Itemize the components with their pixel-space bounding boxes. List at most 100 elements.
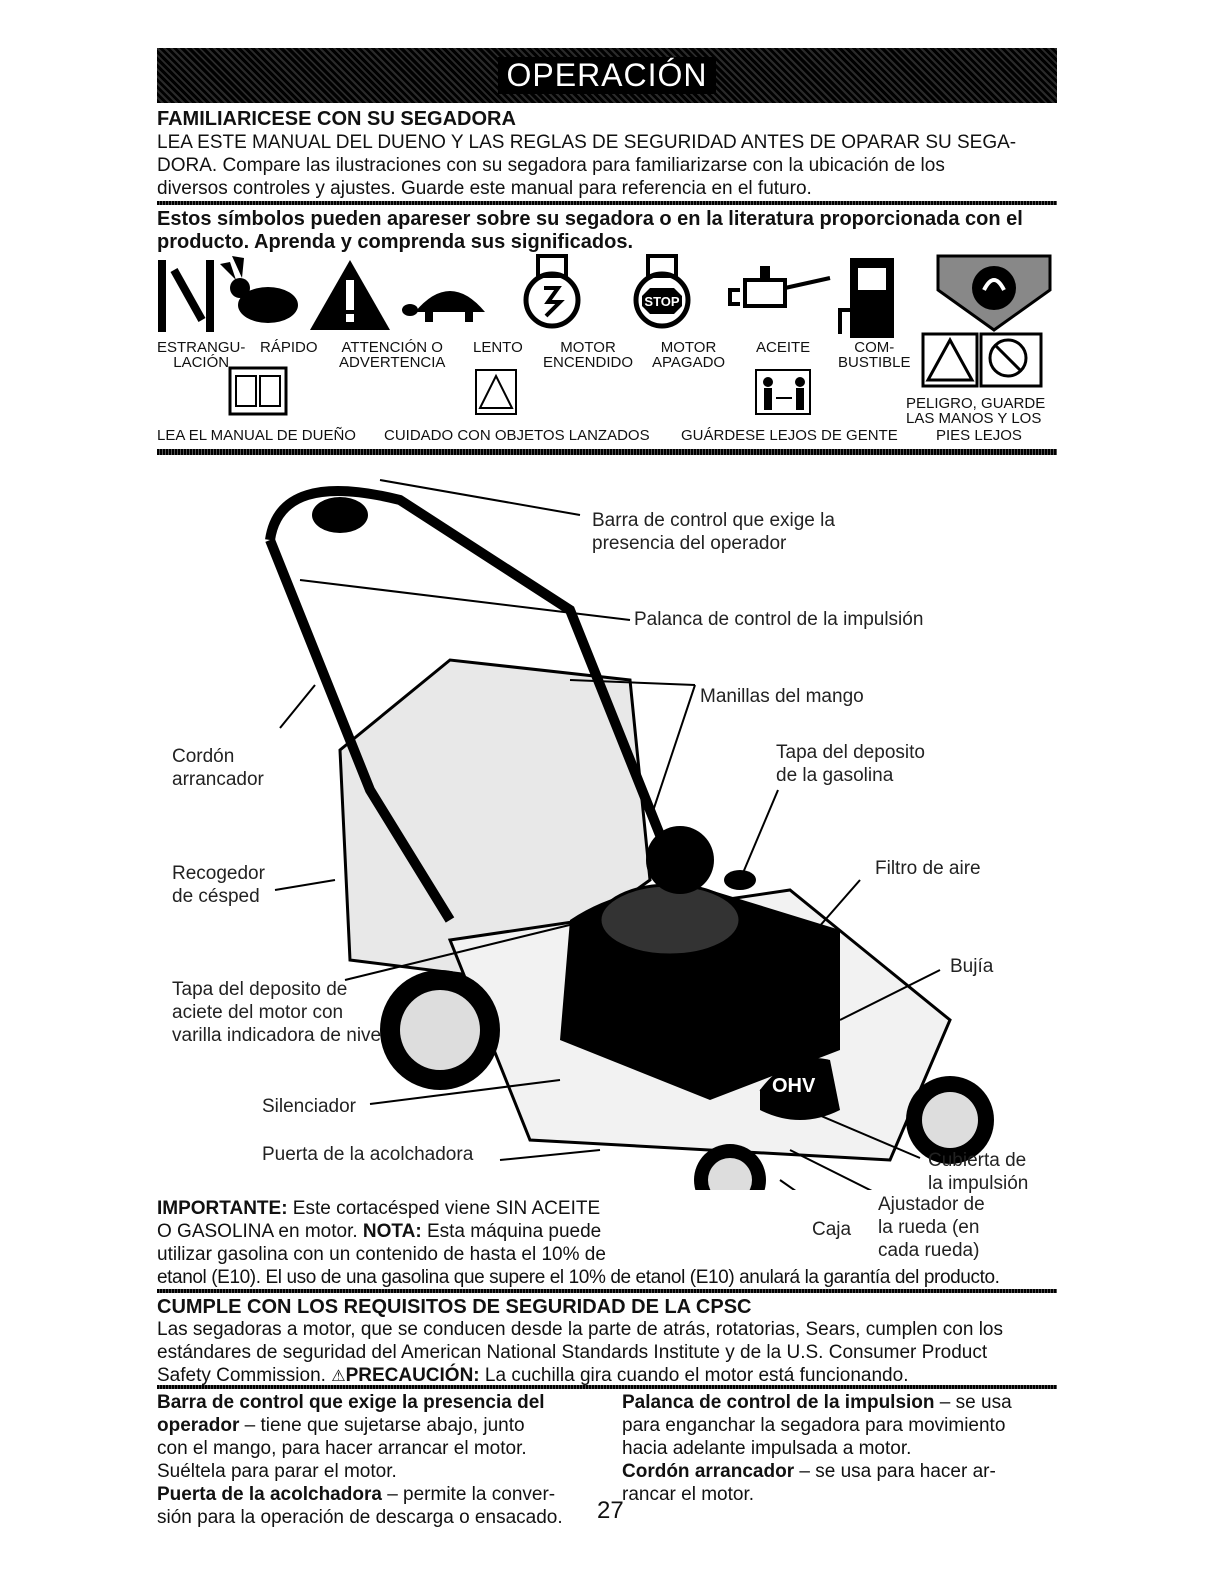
cpsc-paragraph: Las segadoras a motor, que se conducen d… [157,1318,1003,1388]
important-line: utilizar gasolina con un contenido de ha… [157,1244,606,1265]
turtle-icon [402,291,485,322]
definitions-right: Palanca de control de la impulsion – se … [622,1391,1012,1506]
cpsc-line: Las segadoras a motor, que se conducen d… [157,1319,1004,1340]
definition-line: Suéltela para parar el motor. [157,1461,397,1482]
warning-label: ATTENCIÓN O ADVERTENCIA [339,340,445,370]
callout-mulch-door: Puerta de la acolchadora [262,1144,474,1165]
callout-line: Cubierta de [928,1150,1027,1171]
callout-line: la rueda (en [878,1217,980,1238]
important-note: IMPORTANTE: Este cortacésped viene SIN A… [157,1197,1000,1289]
important-label: IMPORTANTE: [157,1198,288,1219]
callout-line: Tapa del deposito de [172,979,348,1000]
label-line: APAGADO [652,354,726,371]
label-line: PELIGRO, GUARDE [906,395,1046,412]
symbols-heading-line: producto. Aprenda y comprenda sus signif… [157,231,634,253]
callout-line: de césped [172,886,260,907]
callout-line: Ajustador de [878,1194,985,1215]
label-line: ESTRANGU- [157,339,246,356]
cpsc-text: Safety Commission. [157,1365,332,1386]
label-line: LAS MANOS Y LOS [906,410,1042,427]
keep-away-icon [755,369,811,415]
caution-icon: ⚠ [331,1368,346,1385]
fuel-label: COM- BUSTIBLE [838,340,911,370]
callout-air-filter: Filtro de aire [875,858,981,879]
callout-line: Tapa del deposito [776,742,925,763]
intro-line: diversos controles y ajustes. Guarde est… [157,178,812,199]
callout-line: de la gasolina [776,765,894,786]
mower-handle-lower [265,538,455,923]
callout-starter-rope: Cordón arrancador [172,745,264,791]
page-number: 27 [597,1497,624,1524]
read-manual-icon [228,366,288,416]
cpsc-line: estándares de seguridad del American Nat… [157,1342,988,1363]
ohv-badge [760,1058,840,1120]
choke-icon [158,260,214,332]
definition-line: hacia adelante impulsada a motor. [622,1438,912,1459]
callout-line: cada rueda) [878,1240,980,1261]
definition-term: Palanca de control de la impulsion [622,1392,935,1413]
callout-line: presencia del operador [592,533,787,554]
divider [157,449,1057,455]
definition-line: con el mango, para hacer arrancar el mot… [157,1438,527,1459]
label-line: COM- [854,339,895,356]
important-text: O GASOLINA en motor. [157,1221,363,1242]
label-line: BUSTIBLE [838,354,911,371]
engine-on-icon [523,254,581,329]
leader-lines [274,479,941,1190]
label-line: ADVERTENCIA [339,354,446,371]
definition-term: operador [157,1415,240,1436]
callout-drive-cover: Cubierta de la impulsión [928,1149,1028,1195]
front-left-wheel [694,1144,766,1190]
callout-housing: Caja [812,1219,852,1240]
definition-line: Cordón arrancador – se usa para hacer ar… [622,1460,1012,1483]
page-title: OPERACIÓN [498,57,716,94]
mower-illustration: OHV [265,479,994,1190]
divider [157,201,1057,205]
divider [157,1385,1057,1389]
callout-handle-knobs: Manillas del mango [700,686,864,707]
label-line: MOTOR [560,339,616,356]
symbols-heading-line: Estos símbolos pueden apareser sobre su … [157,208,1023,230]
symbols-heading: Estos símbolos pueden apareser sobre su … [157,208,1023,254]
definition-line: operador – tiene que sujetarse abajo, ju… [157,1414,563,1437]
important-line: O GASOLINA en motor. NOTA: Esta máquina … [157,1220,1000,1243]
important-line: etanol (E10). El uso de una gasolina que… [157,1267,1000,1288]
danger-hands-feet-icon [921,332,1043,388]
definition-term: Barra de control que exige la presencia … [157,1392,545,1413]
engine-off-label: MOTOR APAGADO [652,340,725,370]
callout-muffler: Silenciador [262,1096,356,1117]
callout-grass-catcher: Recogedor de césped [172,862,265,908]
rabbit-icon [220,256,298,323]
callout-fuel-cap: Tapa del deposito de la gasolina [776,741,925,787]
definition-text: – se usa para hacer ar- [794,1461,996,1482]
front-right-wheel [906,1076,994,1164]
callout-line: varilla indicadora de nive [172,1025,382,1046]
definitions-left: Barra de control que exige la presencia … [157,1391,563,1529]
rear-left-wheel [380,970,500,1090]
important-text: Esta máquina puede [421,1221,602,1242]
cpsc-line: Safety Commission. ⚠PRECAUCIÓN: La cuchi… [157,1364,1003,1388]
danger-label: PELIGRO, GUARDE LAS MANOS Y LOS [906,395,1046,427]
rear-right-wheel [646,826,714,894]
choke-label: ESTRANGU- LACIÓN [157,340,245,370]
intro-line: DORA. Compare las ilustraciones con su s… [157,155,945,176]
callout-line: Barra de control que exige la [592,510,835,531]
fast-label: RÁPIDO [260,339,318,356]
definition-term: Cordón arrancador [622,1461,795,1482]
divider [157,1289,1057,1293]
callout-control-bar: Barra de control que exige la presencia … [592,509,835,555]
intro-paragraph: LEA ESTE MANUAL DEL DUENO Y LAS REGLAS D… [157,131,1016,200]
definition-term: Puerta de la acolchadora [157,1484,382,1505]
definition-line: rancar el motor. [622,1484,754,1505]
definition-line: Palanca de control de la impulsion – se … [622,1391,1012,1414]
label-line: ENCENDIDO [543,354,634,371]
definition-text: – permite la conver- [381,1484,556,1505]
hand-warning-icon [936,254,1052,332]
label-line: MOTOR [660,339,717,356]
definition-line: para enganchar la segadora para movimien… [622,1415,1006,1436]
definition-line: Puerta de la acolchadora – permite la co… [157,1483,563,1506]
definition-line: sión para la operación de descarga o ens… [157,1507,563,1528]
thrown-objects-label: CUIDADO CON OBJETOS LANZADOS [384,427,650,444]
engine-shroud [598,883,742,957]
warning-icon [310,260,390,330]
